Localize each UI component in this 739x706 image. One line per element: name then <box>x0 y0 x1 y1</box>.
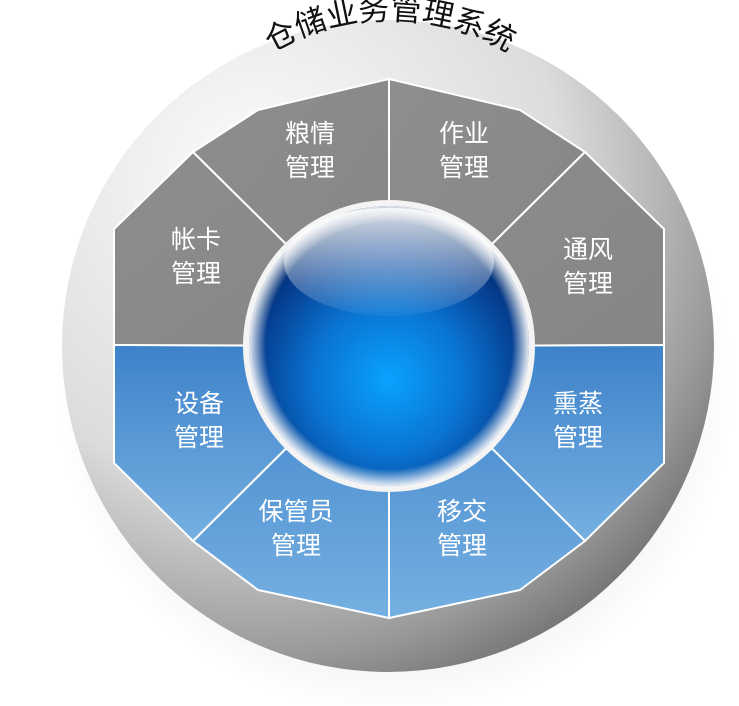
segment-label-operation: 作业管理 <box>439 119 489 182</box>
segment-label-line1: 熏蒸 <box>553 389 603 418</box>
segment-label-transfer: 移交管理 <box>437 497 487 560</box>
segment-label-line2: 管理 <box>171 259 221 288</box>
segment-label-line2: 管理 <box>439 153 489 182</box>
segment-label-equipment: 设备管理 <box>174 389 224 452</box>
segment-label-line1: 移交 <box>437 497 487 526</box>
segment-label-line1: 通风 <box>563 235 613 264</box>
segment-label-keeper: 保管员管理 <box>258 497 333 560</box>
segment-label-line2: 管理 <box>174 423 224 452</box>
segment-label-grain: 粮情管理 <box>285 119 335 182</box>
segment-label-line2: 管理 <box>285 153 335 182</box>
segment-label-line2: 管理 <box>563 269 613 298</box>
segment-label-line1: 保管员 <box>258 497 333 526</box>
segment-label-line1: 作业 <box>439 119 489 148</box>
center-sphere <box>243 200 535 492</box>
segment-label-line1: 帐卡 <box>171 225 221 254</box>
segment-label-line2: 管理 <box>271 531 321 560</box>
segment-label-line2: 管理 <box>553 423 603 452</box>
segment-label-line1: 粮情 <box>285 119 335 148</box>
segment-label-line2: 管理 <box>437 531 487 560</box>
segment-label-account: 帐卡管理 <box>171 225 221 288</box>
segment-label-ventilation: 通风管理 <box>563 235 613 298</box>
segment-label-fumigation: 熏蒸管理 <box>553 389 603 452</box>
segment-label-line1: 设备 <box>174 389 224 418</box>
